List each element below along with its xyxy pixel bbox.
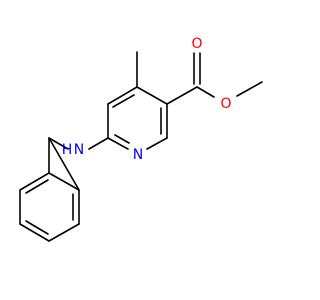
bond-n1-c2 — [146, 137, 168, 150]
bond-c6-n1 — [107, 137, 129, 150]
bond-nh-phenyl — [48, 137, 69, 150]
bond-ph-c6-c1 — [19, 172, 50, 191]
bond-oether-methyl — [236, 81, 263, 97]
atom-labels: O O N N H — [62, 36, 232, 163]
atom-n-pyridine: N — [133, 147, 143, 163]
bond-c4-c5 — [107, 86, 138, 105]
bond-c6-n1-inner — [114, 134, 130, 144]
structure-canvas: O O N N H — [19, 36, 263, 242]
bond-c4-c5-inner — [112, 94, 135, 108]
atom-o-carbonyl: O — [191, 36, 202, 52]
atom-o-ether: O — [220, 96, 231, 112]
bond-carbonyl-c-oether — [196, 86, 215, 98]
bond-c6-nh — [88, 137, 109, 150]
atom-h-amine: H — [62, 142, 73, 158]
bond-ring-carbonyl-c — [166, 86, 198, 105]
molecule-diagram: O O N N H — [19, 36, 263, 242]
bond-ph-c4-c5 — [19, 223, 50, 242]
bond-ph-c1-c2b — [48, 172, 80, 191]
bond-ph-c1-c2 — [48, 137, 80, 191]
bond-ph-c6-c1-inner — [25, 179, 49, 194]
bond-ph-c3-c4 — [48, 223, 80, 242]
bond-ph-c4-c5-inner — [25, 220, 49, 235]
bonds — [19, 51, 263, 242]
bond-c3-c4 — [136, 86, 168, 105]
atom-n-amine: N — [74, 142, 84, 158]
